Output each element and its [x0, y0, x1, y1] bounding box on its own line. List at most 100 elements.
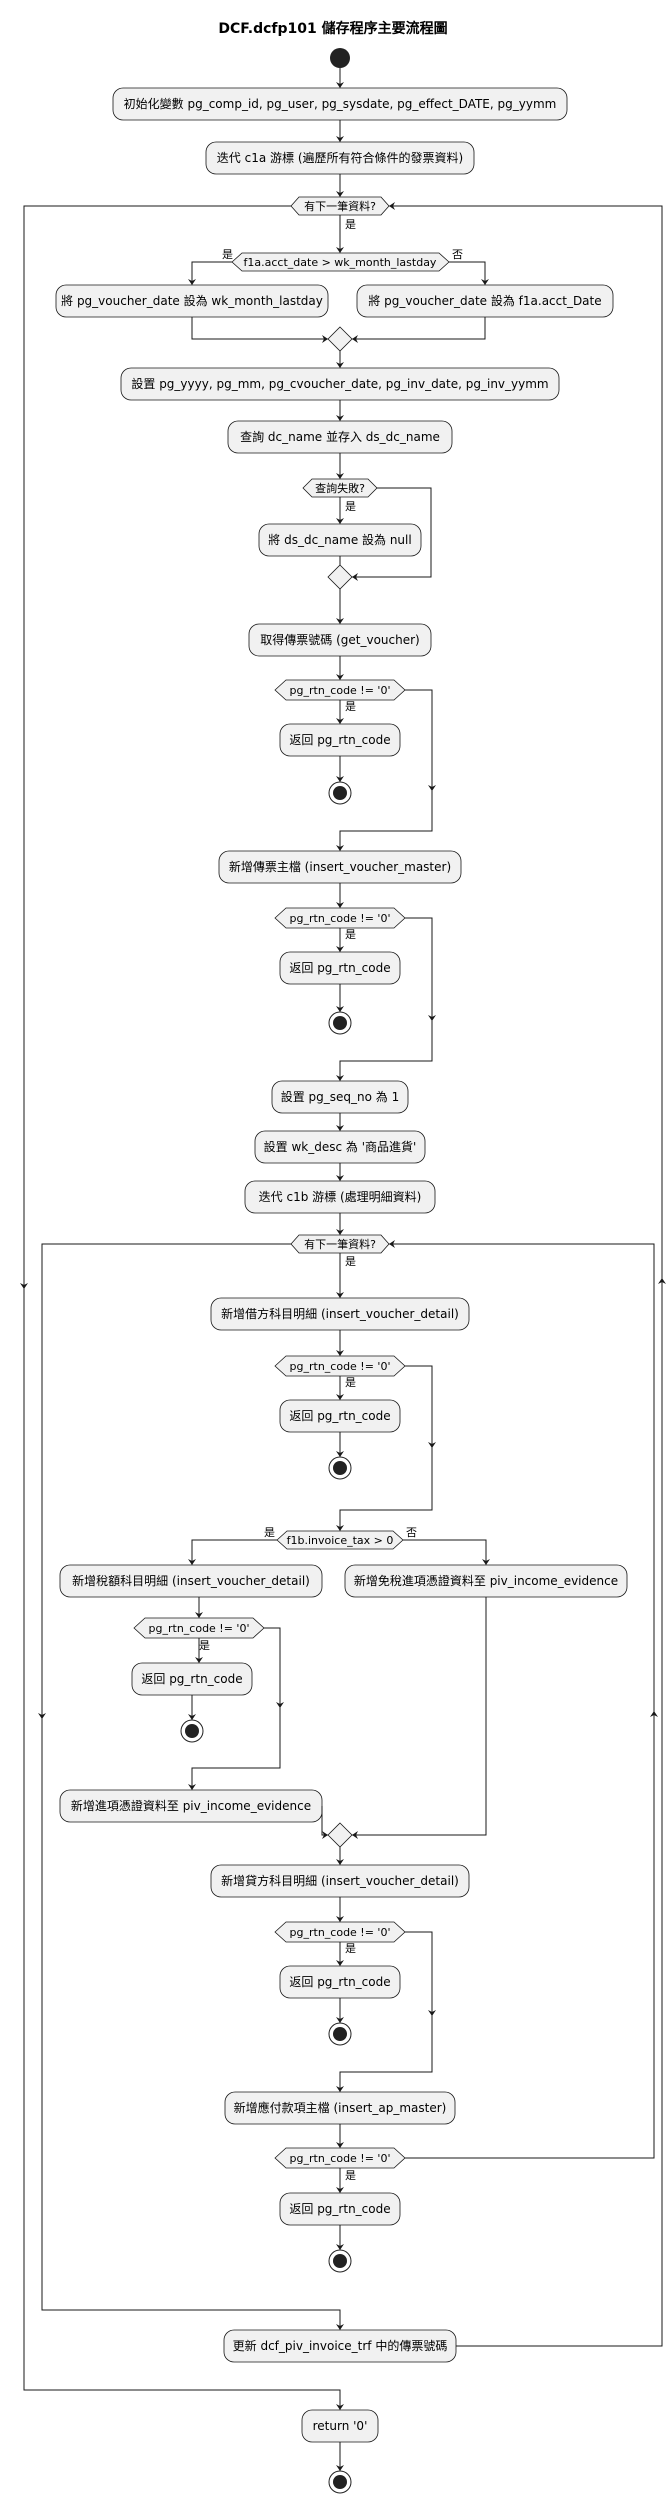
action-get-voucher: 取得傳票號碼 (get_voucher)	[248, 623, 432, 657]
action-update-trf-label: 更新 dcf_piv_invoice_trf 中的傳票號碼	[233, 2338, 448, 2353]
cond-rtn-4-yes-label: 是	[199, 1639, 210, 1652]
if-date-no-label: 否	[452, 248, 463, 261]
cond-rtn-6-yes-label: 是	[345, 2169, 356, 2182]
if-tax-label: f1b.invoice_tax > 0	[287, 1534, 394, 1547]
merge-diamond-1	[327, 326, 353, 352]
action-ret-3: 返回 pg_rtn_code	[279, 1399, 401, 1433]
cond-rtn-2-label: pg_rtn_code != '0'	[290, 912, 391, 925]
action-ins-tax: 新增稅額科目明細 (insert_voucher_detail)	[59, 1564, 323, 1598]
action-init: 初始化變數 pg_comp_id, pg_user, pg_sysdate, p…	[112, 87, 568, 121]
action-ins-debit-label: 新增借方科目明細 (insert_voucher_detail)	[221, 1306, 459, 1321]
action-set-null: 將 ds_dc_name 設為 null	[258, 523, 422, 557]
cond-rtn-3-decision: pg_rtn_code != '0'	[274, 1355, 406, 1377]
action-ret-6: 返回 pg_rtn_code	[279, 2192, 401, 2226]
stop-node-5	[328, 2022, 352, 2046]
action-ret-5-label: 返回 pg_rtn_code	[289, 1975, 390, 1989]
cond-rtn-1-label: pg_rtn_code != '0'	[290, 684, 391, 697]
action-init-label: 初始化變數 pg_comp_id, pg_user, pg_sysdate, p…	[124, 96, 557, 111]
action-ins-master-label: 新增傳票主檔 (insert_voucher_master)	[229, 859, 451, 874]
action-iter-c1a-label: 迭代 c1a 游標 (遍歷所有符合條件的發票資料)	[217, 150, 463, 165]
action-ins-credit: 新增貸方科目明細 (insert_voucher_detail)	[210, 1864, 470, 1898]
if-tax-no-label: 否	[406, 1526, 417, 1539]
action-ret-4: 返回 pg_rtn_code	[131, 1662, 253, 1696]
action-ins-piv: 新增進項憑證資料至 piv_income_evidence	[59, 1789, 323, 1823]
action-ret-6-label: 返回 pg_rtn_code	[289, 2202, 390, 2216]
diagram-title: DCF.dcfp101 儲存程序主要流程圖	[218, 20, 447, 37]
action-ins-ap-label: 新增應付款項主檔 (insert_ap_master)	[234, 2100, 447, 2115]
flow-arrowheads	[20, 82, 666, 2471]
action-set-lastday-label: 將 pg_voucher_date 設為 wk_month_lastday	[61, 293, 323, 308]
action-iter-c1b: 迭代 c1b 游標 (處理明細資料)	[244, 1180, 436, 1214]
loop2-condition: 有下一筆資料?	[290, 1234, 390, 1254]
action-set-desc-label: 設置 wk_desc 為 '商品進貨'	[264, 1139, 417, 1154]
merge-diamond-3	[327, 1822, 353, 1848]
action-return-0: return '0'	[301, 2409, 379, 2443]
loop1-condition-label: 有下一筆資料?	[304, 199, 376, 213]
action-ins-piv-free-label: 新增免稅進項憑證資料至 piv_income_evidence	[354, 1573, 618, 1588]
action-ins-master: 新增傳票主檔 (insert_voucher_master)	[218, 850, 462, 884]
action-set-vars-label: 設置 pg_yyyy, pg_mm, pg_cvoucher_date, pg_…	[131, 376, 548, 391]
action-set-desc: 設置 wk_desc 為 '商品進貨'	[254, 1130, 426, 1164]
if-tax-yes-label: 是	[264, 1526, 275, 1539]
action-query-dc: 查詢 dc_name 並存入 ds_dc_name	[227, 420, 453, 454]
cond-rtn-5-yes-label: 是	[345, 1942, 356, 1955]
if-date-yes-label: 是	[222, 248, 233, 261]
action-iter-c1a: 迭代 c1a 游標 (遍歷所有符合條件的發票資料)	[205, 141, 475, 175]
if-tax-decision: f1b.invoice_tax > 0	[276, 1530, 404, 1550]
loop2-yes-label: 是	[345, 1255, 356, 1268]
flow-edges	[23, 68, 663, 2471]
action-set-null-label: 將 ds_dc_name 設為 null	[268, 532, 411, 547]
if-query-fail-label: 查詢失敗?	[315, 481, 365, 495]
merge-diamond-2	[327, 564, 353, 590]
cond-rtn-6-label: pg_rtn_code != '0'	[290, 2152, 391, 2165]
cond-rtn-6-decision: pg_rtn_code != '0'	[274, 2147, 406, 2169]
if-date-decision: f1a.acct_date > wk_month_lastday	[231, 252, 450, 272]
action-ret-2: 返回 pg_rtn_code	[279, 951, 401, 985]
cond-rtn-2-yes-label: 是	[345, 928, 356, 941]
action-set-seq: 設置 pg_seq_no 為 1	[271, 1080, 409, 1114]
action-update-trf: 更新 dcf_piv_invoice_trf 中的傳票號碼	[223, 2329, 457, 2363]
action-ret-1: 返回 pg_rtn_code	[279, 723, 401, 757]
stop-node-1	[328, 781, 352, 805]
stop-node-4	[180, 1719, 204, 1743]
action-query-dc-label: 查詢 dc_name 並存入 ds_dc_name	[240, 429, 440, 444]
loop1-yes-label: 是	[345, 218, 356, 231]
loop2-condition-label: 有下一筆資料?	[304, 1237, 376, 1251]
if-query-fail-yes-label: 是	[345, 500, 356, 513]
cond-rtn-3-yes-label: 是	[345, 1376, 356, 1389]
action-ret-1-label: 返回 pg_rtn_code	[289, 733, 390, 747]
stop-node-3	[328, 1456, 352, 1480]
cond-rtn-4-label: pg_rtn_code != '0'	[149, 1622, 250, 1635]
if-query-fail-decision: 查詢失敗?	[302, 478, 378, 498]
action-ins-ap: 新增應付款項主檔 (insert_ap_master)	[224, 2091, 456, 2125]
action-set-lastday: 將 pg_voucher_date 設為 wk_month_lastday	[55, 284, 329, 318]
action-ins-credit-label: 新增貸方科目明細 (insert_voucher_detail)	[221, 1873, 459, 1888]
action-get-voucher-label: 取得傳票號碼 (get_voucher)	[260, 632, 419, 647]
action-ret-2-label: 返回 pg_rtn_code	[289, 961, 390, 975]
cond-rtn-5-decision: pg_rtn_code != '0'	[274, 1921, 406, 1943]
action-set-acct-label: 將 pg_voucher_date 設為 f1a.acct_Date	[368, 293, 601, 308]
cond-rtn-1-decision: pg_rtn_code != '0'	[274, 679, 406, 701]
cond-rtn-4-decision: pg_rtn_code != '0'	[133, 1617, 265, 1639]
action-set-vars: 設置 pg_yyyy, pg_mm, pg_cvoucher_date, pg_…	[120, 367, 560, 401]
stop-node-2	[328, 1011, 352, 1035]
action-ret-4-label: 返回 pg_rtn_code	[141, 1672, 242, 1686]
cond-rtn-1-yes-label: 是	[345, 700, 356, 713]
action-ins-piv-label: 新增進項憑證資料至 piv_income_evidence	[71, 1798, 311, 1813]
action-iter-c1b-label: 迭代 c1b 游標 (處理明細資料)	[259, 1190, 422, 1204]
stop-node-6	[328, 2249, 352, 2273]
action-ins-tax-label: 新增稅額科目明細 (insert_voucher_detail)	[72, 1573, 310, 1588]
start-node	[330, 48, 350, 68]
action-ins-debit: 新增借方科目明細 (insert_voucher_detail)	[210, 1297, 470, 1331]
if-date-label: f1a.acct_date > wk_month_lastday	[244, 256, 437, 269]
cond-rtn-2-decision: pg_rtn_code != '0'	[274, 907, 406, 929]
cond-rtn-5-label: pg_rtn_code != '0'	[290, 1926, 391, 1939]
loop1-condition: 有下一筆資料?	[290, 196, 390, 216]
action-set-seq-label: 設置 pg_seq_no 為 1	[281, 1089, 400, 1104]
stop-node-final	[328, 2470, 352, 2494]
cond-rtn-3-label: pg_rtn_code != '0'	[290, 1360, 391, 1373]
action-ret-3-label: 返回 pg_rtn_code	[289, 1409, 390, 1423]
action-return-0-label: return '0'	[313, 2419, 368, 2433]
action-ins-piv-free: 新增免稅進項憑證資料至 piv_income_evidence	[344, 1564, 628, 1598]
